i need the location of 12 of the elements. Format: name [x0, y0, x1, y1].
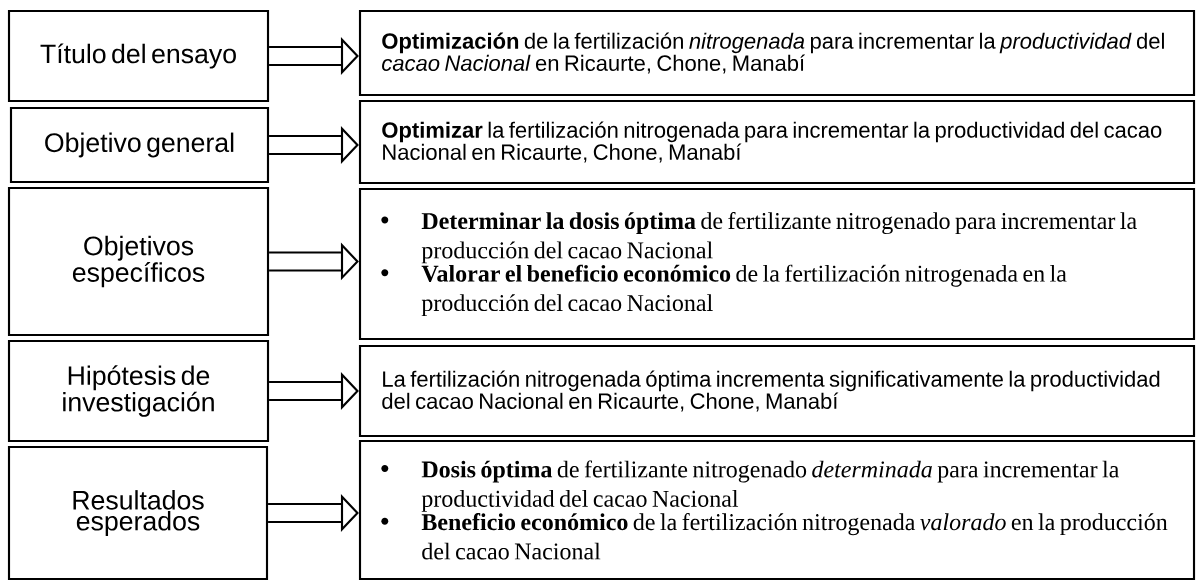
label-box: Objetivo general: [9, 106, 270, 184]
label-box: Resultados esperados: [7, 445, 269, 581]
text-box: Optimización de la fertilización nitrogenada para incrementar la productividad del cacao Nacional en Ricaurte, Chone, Manabí: [358, 9, 1196, 97]
bullet-item: Valorar el beneficio económico de la fertilización nitrogenada en la producción del cacao Nacional: [381, 264, 1067, 316]
label-box: Título del ensayo: [7, 9, 270, 103]
label-box: Objetivos específicos: [7, 186, 270, 337]
bullet-box: [358, 187, 1196, 341]
bullet-item: Beneficio económico de la fertilización nitrogenada valorado en la producción del cacao Nacional: [381, 513, 1168, 560]
text-box: Optimizar la fertilización nitrogenada para incrementar la productividad del cacao Nacional en Ricaurte, Chone, Manabí: [358, 99, 1196, 185]
text-box: La fertilización nitrogenada óptima incrementa significativamente la productividad del cacao Nacional en Ricaurte, Chone, Manabí: [358, 344, 1196, 438]
label-box: Hipótesis de investigación: [7, 339, 270, 443]
bullet-box: [358, 439, 1196, 581]
